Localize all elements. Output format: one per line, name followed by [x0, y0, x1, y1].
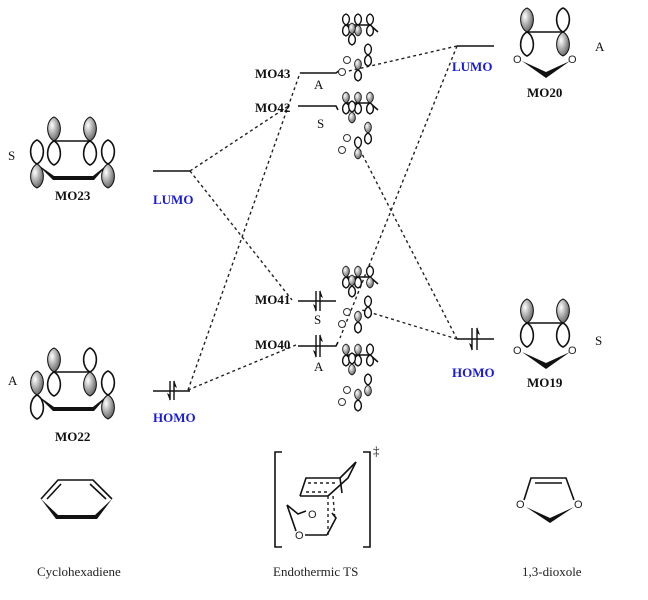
ts-atom-o-lower: O: [295, 530, 304, 542]
orbital-label-mo41: MO41: [255, 292, 290, 307]
orbital-mo19: HOMO O O S MO19: [452, 298, 602, 390]
orbital-lobes-mo22: [29, 347, 116, 420]
ts-orbital-glyph-mo40: [338, 343, 379, 412]
symmetry-label-mo43: A: [314, 77, 324, 92]
symmetry-label-mo23: S: [8, 148, 15, 163]
symmetry-label-mo22: A: [8, 373, 18, 388]
ts-orbital-glyph-mo42: [338, 91, 379, 160]
orbital-label-mo23: MO23: [55, 188, 91, 203]
correlation-mo23-mo42: [189, 104, 291, 172]
correlation-mo19-mo42: [359, 149, 458, 340]
ts-orbital-glyph-mo43: [338, 13, 379, 82]
energy-level-mo42: [298, 105, 339, 111]
orbital-label-mo19: MO19: [527, 375, 563, 390]
orbital-label-mo40: MO40: [255, 337, 290, 352]
atom-o-left-mo19: O: [513, 345, 522, 357]
orbital-label-mo42: MO42: [255, 100, 290, 115]
structure-cyclohexadiene: Cyclohexadiene: [37, 479, 121, 579]
ts-double-dagger: ‡: [373, 443, 380, 458]
energy-level-mo40: [298, 341, 339, 347]
orbital-mo43: MO43 A: [255, 13, 379, 92]
frontier-label-homo-left: HOMO: [153, 410, 196, 425]
symmetry-label-mo42: S: [317, 116, 324, 131]
energy-level-mo43: [300, 69, 341, 74]
frontier-label-lumo-right: LUMO: [452, 59, 492, 74]
correlation-mo22-mo40: [187, 344, 297, 391]
orbital-mo22: A MO22 HOMO: [8, 347, 196, 444]
orbital-mo41: MO41 S: [255, 265, 379, 334]
atom-o-left-mo20: O: [513, 54, 522, 66]
electron-pair-arrows-mo19: [469, 327, 480, 351]
correlation-mo20-mo43: [339, 45, 458, 74]
orbital-lobes-mo19: O O: [513, 298, 577, 369]
caption-cyclohexadiene: Cyclohexadiene: [37, 564, 121, 579]
structure-endothermic-ts: ‡ O O Endothermic TS: [273, 443, 380, 579]
orbital-lobes-mo23: [29, 116, 116, 189]
orbital-lobes-mo20: O O: [513, 7, 577, 78]
orbital-label-mo43: MO43: [255, 66, 291, 81]
symmetry-label-mo41: S: [314, 312, 321, 327]
correlation-mo20-mo40: [339, 45, 458, 339]
symmetry-label-mo40: A: [314, 359, 324, 374]
caption-endothermic-ts: Endothermic TS: [273, 564, 358, 579]
orbital-mo42: MO42 S: [255, 91, 379, 160]
ts-atom-o-upper: O: [308, 509, 317, 521]
ts-orbital-glyph-mo41: [338, 265, 379, 334]
orbital-mo20: LUMO O O A MO20: [452, 7, 605, 100]
electron-pair-arrows-mo22: [167, 380, 177, 401]
frontier-label-homo-right: HOMO: [452, 365, 495, 380]
orbital-mo23: S MO23 LUMO: [8, 116, 193, 207]
dioxole-atom-o-left: O: [516, 499, 525, 511]
correlation-mo23-mo41: [189, 170, 293, 301]
correlation-lines: [187, 45, 458, 391]
structure-1-3-dioxole: O O 1,3-dioxole: [516, 477, 583, 579]
caption-1-3-dioxole: 1,3-dioxole: [522, 564, 582, 579]
electron-pair-arrows-mo41: [313, 290, 323, 312]
frontier-label-lumo-left: LUMO: [153, 192, 193, 207]
correlation-mo19-mo41: [361, 309, 458, 340]
dioxole-atom-o-right: O: [574, 499, 583, 511]
orbital-label-mo22: MO22: [55, 429, 90, 444]
atom-o-right-mo20: O: [568, 54, 577, 66]
orbital-mo40: MO40 A: [255, 334, 379, 412]
symmetry-label-mo20: A: [595, 39, 605, 54]
symmetry-label-mo19: S: [595, 333, 602, 348]
orbital-label-mo20: MO20: [527, 85, 562, 100]
atom-o-right-mo19: O: [568, 345, 577, 357]
correlation-mo22-mo43: [187, 72, 301, 391]
electron-pair-arrows-mo40: [313, 334, 323, 358]
